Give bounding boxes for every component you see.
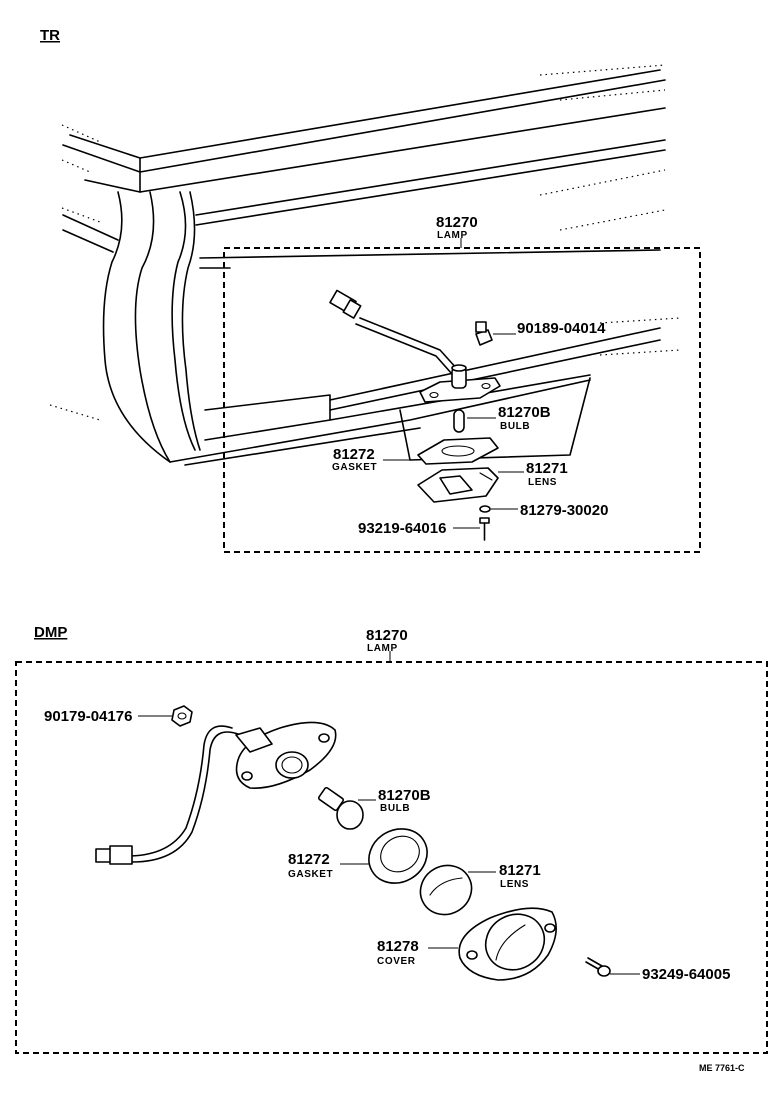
dmp-bulb-name: BULB — [380, 803, 410, 814]
tr-wire-harness — [329, 289, 459, 375]
tr-screw-number: 93219-64016 — [358, 520, 446, 537]
dmp-lamp-assembly-box — [15, 661, 768, 1054]
tr-lens — [417, 467, 499, 503]
dmp-lamp-number: 81270 — [366, 627, 408, 644]
dmp-cover-number: 81278 — [377, 938, 419, 955]
dmp-lamp-name: LAMP — [367, 643, 398, 654]
dmp-lens-name: LENS — [500, 879, 529, 890]
dmp-cover — [458, 907, 557, 981]
tr-bulb — [453, 409, 465, 433]
tr-lamp-number: 81270 — [436, 214, 478, 231]
dmp-bulb — [317, 786, 364, 830]
drawing-code: ME 7761-C — [699, 1063, 745, 1073]
dmp-lens-number: 81271 — [499, 862, 541, 879]
truck-bed-illustration — [49, 64, 681, 466]
dmp-lens — [419, 864, 473, 916]
dmp-wire-harness — [95, 725, 239, 865]
tr-bulb-name: BULB — [500, 421, 530, 432]
dmp-screw-number: 93249-64005 — [642, 966, 730, 983]
tr-washer — [479, 505, 491, 513]
dmp-cover-name: COVER — [377, 956, 416, 967]
tr-gasket-number: 81272 — [333, 446, 375, 463]
tr-lamp-socket — [419, 364, 501, 403]
tr-lamp-name: LAMP — [437, 230, 468, 241]
tr-lens-name: LENS — [528, 477, 557, 488]
tr-gasket — [417, 437, 499, 465]
dmp-nut — [171, 705, 193, 727]
tr-screw — [479, 517, 490, 541]
dmp-lamp-socket — [235, 721, 337, 789]
dmp-screw — [585, 957, 611, 977]
dmp-gasket — [368, 828, 428, 884]
dmp-nut-number: 90179-04176 — [44, 708, 132, 725]
tr-nut — [475, 321, 493, 346]
dmp-section-title: DMP — [34, 624, 67, 641]
dmp-gasket-name: GASKET — [288, 869, 333, 880]
dmp-gasket-number: 81272 — [288, 851, 330, 868]
tr-bulb-number: 81270B — [498, 404, 551, 421]
dmp-bulb-number: 81270B — [378, 787, 431, 804]
tr-nut-number: 90189-04014 — [517, 320, 606, 337]
tr-washer-number: 81279-30020 — [520, 502, 608, 519]
tr-gasket-name: GASKET — [332, 462, 377, 473]
tr-section-title: TR — [40, 27, 60, 44]
tr-lens-number: 81271 — [526, 460, 568, 477]
